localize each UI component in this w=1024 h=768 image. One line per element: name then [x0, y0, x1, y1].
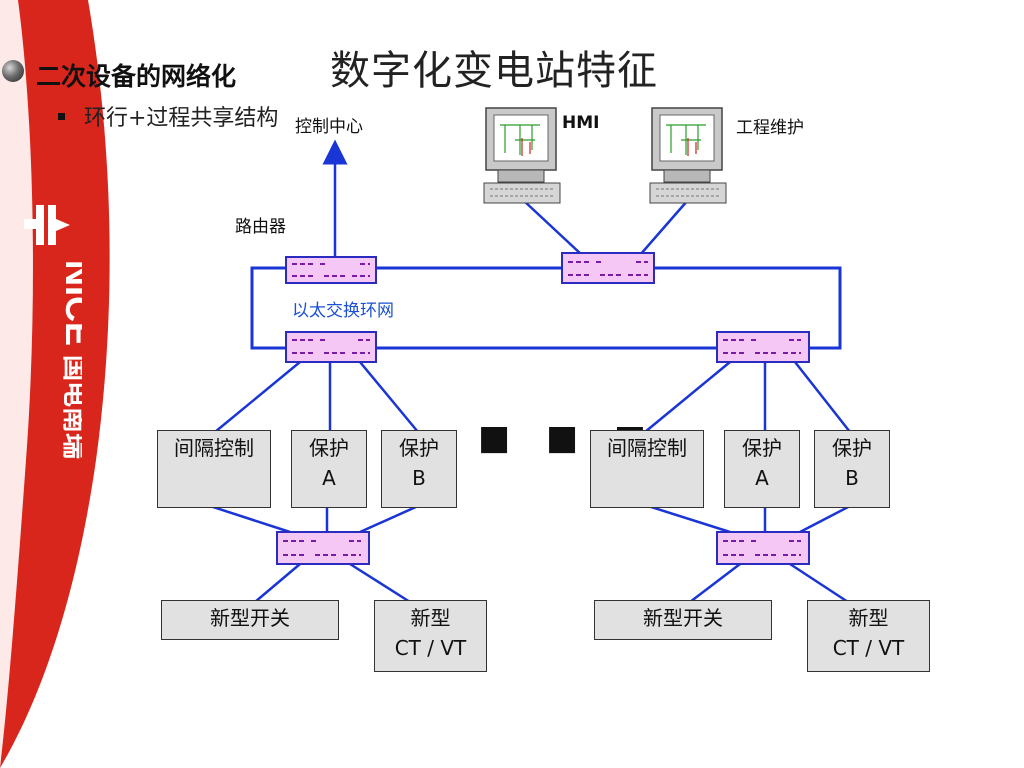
link — [254, 563, 301, 603]
box-bay-control-left: 间隔控制 — [157, 430, 271, 508]
box-protection-b-right: 保护 B — [814, 430, 890, 508]
link — [349, 562, 411, 604]
switch-left-process-icon — [276, 531, 370, 565]
link — [209, 504, 291, 534]
switch-router-icon — [285, 256, 377, 284]
bullet-level1: 二次设备的网络化 — [36, 62, 237, 91]
box-protection-a-left: 保护 A — [291, 430, 367, 508]
box-new-switch-right: 新型开关 — [594, 600, 772, 640]
link — [644, 361, 731, 433]
link — [689, 563, 741, 603]
switch-hmi-icon — [561, 252, 655, 284]
link — [789, 562, 849, 604]
ethernet-ring — [250, 266, 842, 350]
link — [359, 361, 419, 433]
label-engineering: 工程维护 — [736, 118, 804, 138]
link-engineering — [639, 199, 689, 256]
label-ring-network: 以太交换环网 — [292, 301, 394, 321]
label-control-center: 控制中心 — [295, 117, 363, 137]
link — [214, 361, 301, 433]
label-router: 路由器 — [235, 217, 286, 237]
bullet-dot-icon — [2, 60, 24, 82]
box-protection-a-right: 保护 A — [724, 430, 800, 508]
bullet-level2: 环行+过程共享结构 — [84, 106, 279, 131]
box-protection-b-left: 保护 B — [381, 430, 457, 508]
white-curve — [0, 0, 33, 768]
hmi-computer-icon — [483, 107, 561, 204]
logo-emblem-icon — [24, 205, 70, 245]
engineering-computer-icon — [649, 107, 727, 204]
box-new-ctvt-right: 新型 CT / VT — [807, 600, 930, 672]
box-bay-control-right: 间隔控制 — [590, 430, 704, 508]
logo-brand-cn: 国电南瑞 — [59, 355, 82, 459]
link — [794, 361, 851, 433]
brand-logo: NICE 国电南瑞 — [24, 205, 82, 459]
box-new-switch-left: 新型开关 — [161, 600, 339, 640]
logo-brand-text: NICE — [58, 260, 82, 346]
link — [799, 504, 851, 534]
box-new-ctvt-left: 新型 CT / VT — [374, 600, 487, 672]
link-hmi — [522, 199, 583, 256]
label-hmi: HMI — [562, 113, 600, 133]
switch-right-ring-icon — [716, 331, 810, 363]
link — [647, 504, 731, 534]
link — [359, 504, 419, 534]
slide-title: 数字化变电站特征 — [330, 48, 658, 94]
bullet-square-icon — [58, 113, 65, 120]
switch-left-ring-icon — [285, 331, 377, 363]
switch-right-process-icon — [716, 531, 810, 565]
